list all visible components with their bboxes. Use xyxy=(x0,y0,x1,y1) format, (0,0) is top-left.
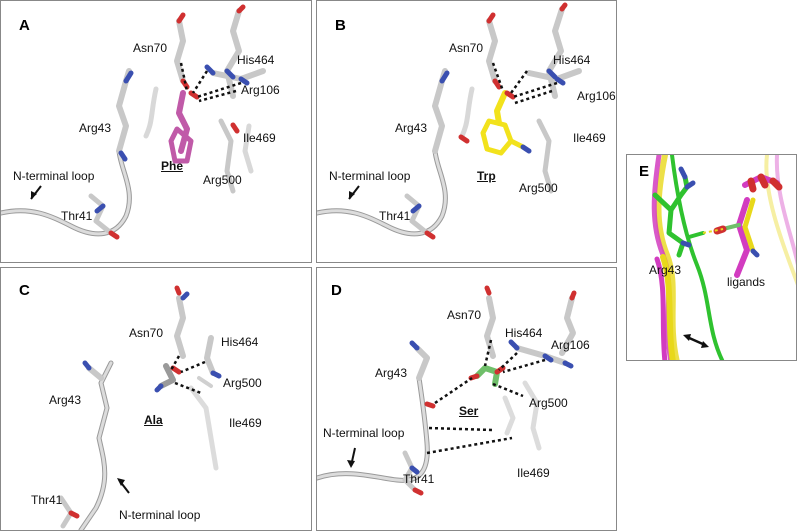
residue-label: Arg106 xyxy=(577,89,616,103)
residue-label: Arg500 xyxy=(519,181,558,195)
residue-label: Arg43 xyxy=(395,121,428,135)
ligand-label: Ala xyxy=(144,413,163,427)
panel-label: E xyxy=(639,163,650,180)
structure-b xyxy=(317,2,582,240)
residue-label: Thr41 xyxy=(403,472,435,486)
residue-label: His464 xyxy=(237,53,275,67)
panel-a: A Asn70 His464 Arg106 Arg43 Ile469 Phe A… xyxy=(0,0,312,263)
panel-c: C Asn70 His464 Arg500 Arg43 Ala Ile469 N… xyxy=(0,267,312,531)
loop-label: N-terminal loop xyxy=(329,169,411,183)
panel-label: B xyxy=(335,17,346,34)
residue-label: Ile469 xyxy=(573,131,606,145)
residue-label: Asn70 xyxy=(447,308,482,322)
residue-label: Asn70 xyxy=(129,326,164,340)
panel-e: E Arg43 ligands xyxy=(626,154,797,361)
residue-label: Arg106 xyxy=(241,83,280,97)
panel-d: D Asn70 His464 Arg106 Arg43 Arg500 Ser N… xyxy=(316,267,617,531)
residue-label: Ile469 xyxy=(243,131,276,145)
residue-label: Thr41 xyxy=(31,493,63,507)
loop-label: N-terminal loop xyxy=(119,508,201,522)
residue-label: Asn70 xyxy=(449,41,484,55)
panel-label: D xyxy=(331,282,342,299)
ligand-label: Trp xyxy=(477,169,496,183)
panel-label: A xyxy=(19,17,30,34)
ligand-label: ligands xyxy=(727,275,766,289)
residue-label: His464 xyxy=(505,326,543,340)
residue-label: Thr41 xyxy=(61,209,93,223)
structure-e xyxy=(651,155,796,360)
residue-label: Arg43 xyxy=(79,121,112,135)
ligand-label: Phe xyxy=(161,159,184,173)
loop-label: N-terminal loop xyxy=(323,426,405,440)
structure-d xyxy=(317,285,577,496)
structure-c xyxy=(58,285,222,530)
residue-label: His464 xyxy=(553,53,591,67)
panel-b: B Asn70 His464 Arg106 Arg43 Ile469 Trp A… xyxy=(316,0,617,263)
ligand-label: Ser xyxy=(459,404,479,418)
residue-label: Asn70 xyxy=(133,41,168,55)
residue-label: Arg43 xyxy=(649,263,682,277)
residue-label: Arg43 xyxy=(49,393,82,407)
residue-label: Arg500 xyxy=(529,396,568,410)
residue-label: Arg500 xyxy=(223,376,262,390)
residue-label: Arg43 xyxy=(375,366,408,380)
panel-label: C xyxy=(19,282,30,299)
structure-a xyxy=(1,4,266,240)
residue-label: His464 xyxy=(221,335,259,349)
residue-label: Ile469 xyxy=(229,416,262,430)
residue-label: Ile469 xyxy=(517,466,550,480)
residue-label: Arg106 xyxy=(551,338,590,352)
residue-label: Arg500 xyxy=(203,173,242,187)
loop-label: N-terminal loop xyxy=(13,169,95,183)
residue-label: Thr41 xyxy=(379,209,411,223)
